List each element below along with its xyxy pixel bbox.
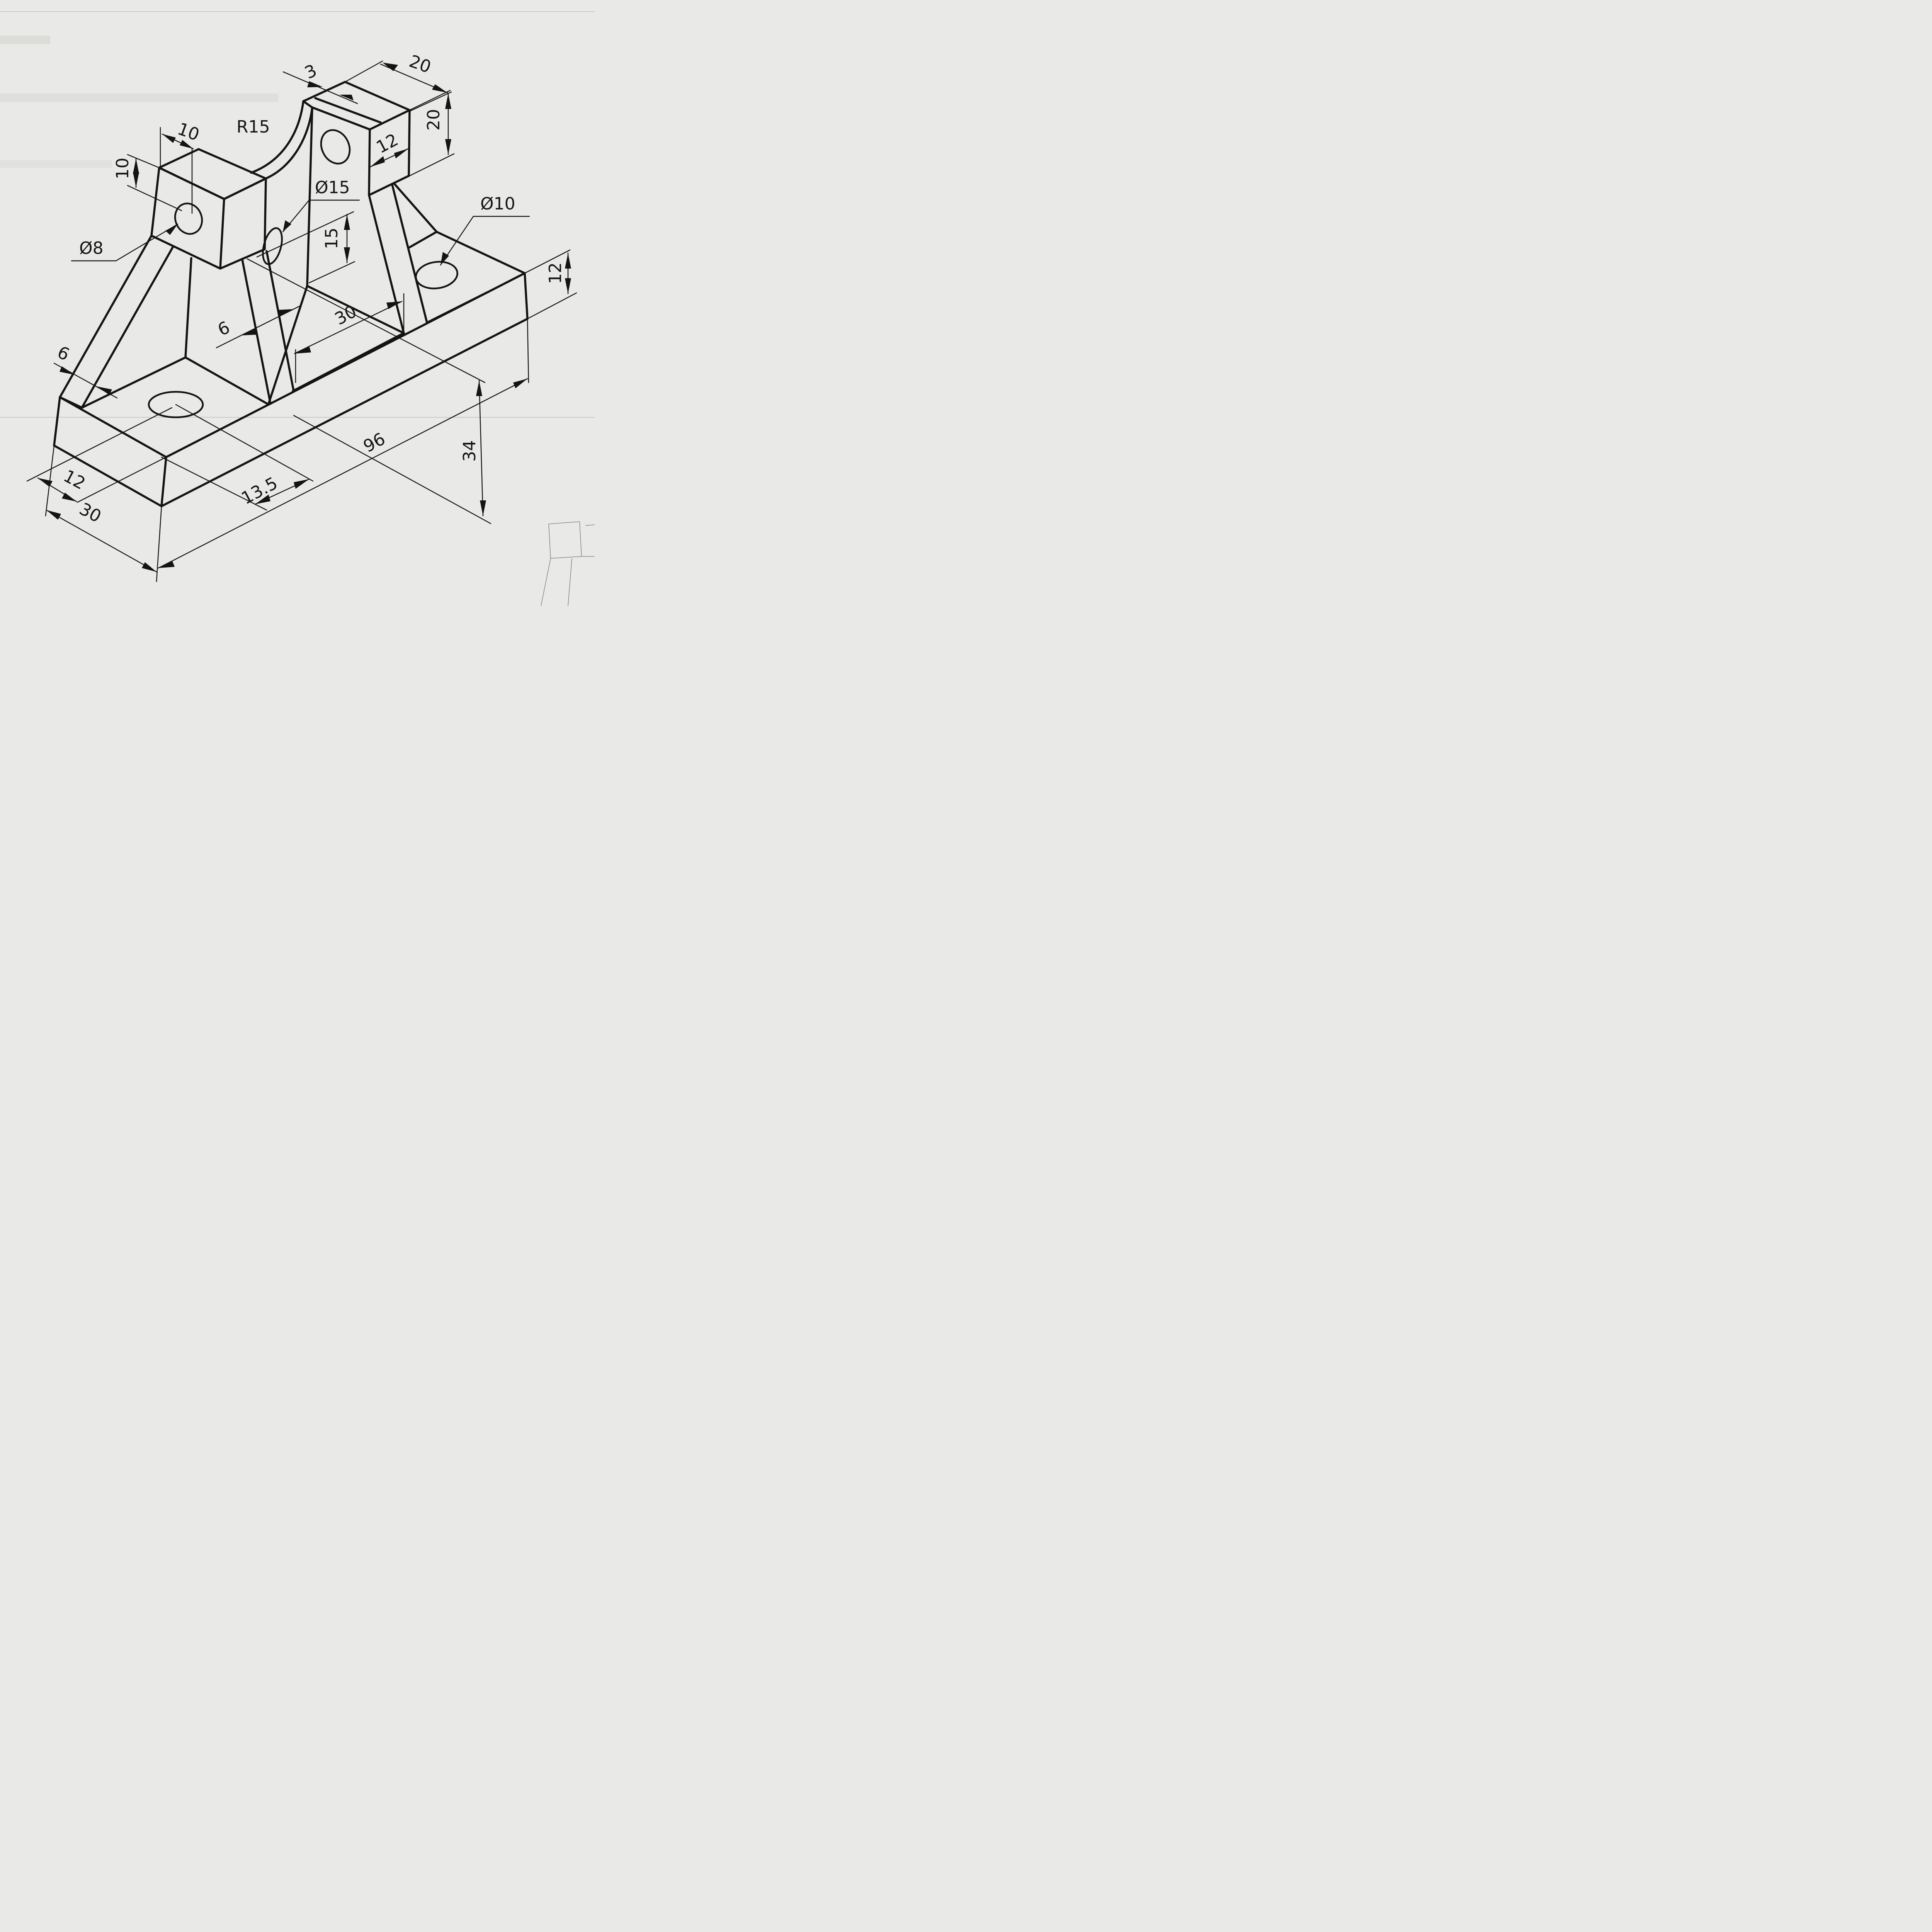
arrowheads (38, 63, 571, 572)
dim-base-height: 12 (546, 262, 565, 284)
left-cube-top (158, 148, 267, 200)
mid-rib-left (241, 259, 272, 405)
base-inner-edge-3 (426, 291, 488, 324)
dim-base-width: 30 (76, 499, 104, 526)
mid-rib-right (265, 250, 295, 392)
dim-rib-thickness-mid: 6 (215, 318, 233, 340)
upright-front-right (368, 128, 371, 196)
left-rib-inner (81, 246, 174, 409)
isometric-part (53, 81, 529, 507)
right-rib-outer (368, 194, 405, 334)
dim-total-height: 34 (460, 440, 480, 462)
dimension-lines (26, 60, 577, 582)
mid-boss-hole (262, 227, 283, 265)
dim-rib-thickness-left: 6 (54, 342, 72, 365)
dim-arc-radius: R15 (236, 117, 270, 137)
base-step-edge (81, 356, 187, 409)
upright-hole (320, 129, 351, 165)
upright-top-front (302, 100, 371, 131)
pencil-sketch (541, 521, 595, 606)
dim-right-hole: Ø10 (480, 194, 515, 214)
left-cube-side (219, 177, 267, 270)
base-inner-edge-2 (292, 332, 405, 392)
upright-front-left (306, 106, 313, 287)
dim-mid-hole-height: 15 (322, 228, 342, 249)
arc-r15-inner (265, 106, 313, 180)
technical-drawing-sheet: 20 20 3 12 R15 10 10 Ø8 Ø15 15 Ø10 12 30… (0, 11, 595, 606)
dim-slot: 3 (302, 61, 320, 83)
left-rib-back (184, 257, 192, 359)
left-cube-hole (174, 202, 203, 235)
upright-side-right (368, 109, 411, 196)
paper-bleed-through (0, 11, 595, 418)
left-cube-front (150, 167, 225, 270)
upright-top-back (302, 81, 411, 131)
dim-mid-hole: Ø15 (315, 178, 350, 197)
base-right-hole (415, 261, 458, 289)
dim-top-block-height: 20 (424, 109, 444, 131)
right-rib-slope (393, 182, 438, 233)
dim-left-block-width: 10 (175, 119, 202, 145)
dim-top-block-width: 20 (406, 51, 434, 77)
base-front-face (53, 396, 167, 507)
arc-r15-outer (250, 100, 304, 174)
left-rib-outer (59, 235, 153, 398)
base-inner-edge-1 (184, 356, 269, 405)
base-left-hole (148, 391, 204, 418)
upright-base-edge (306, 285, 405, 334)
dim-web-offset: 30 (332, 301, 360, 329)
dim-small-hole: Ø8 (79, 238, 104, 258)
dim-front-offset: 12 (60, 466, 88, 493)
right-rib-inner (391, 184, 428, 324)
upright-slot-line (314, 97, 382, 124)
base-back-top-edge (435, 231, 526, 274)
dim-left-block-height: 10 (113, 158, 133, 179)
base-front-top-edge (59, 396, 167, 458)
base-back-slope (408, 231, 438, 248)
